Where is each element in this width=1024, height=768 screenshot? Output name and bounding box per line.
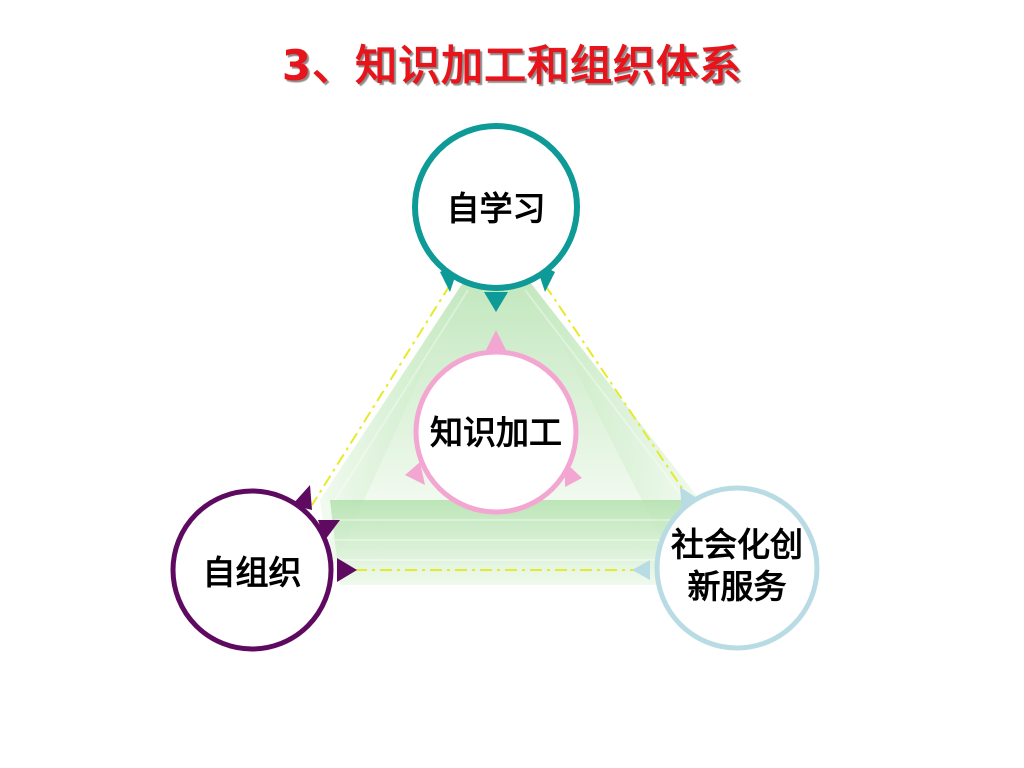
node-top-label: 自学习 (446, 189, 546, 228)
node-right-circle (654, 485, 820, 651)
node-right-label-line2: 新服务 (687, 567, 787, 606)
node-center-circle (413, 349, 579, 515)
dashed-connector-lines (311, 284, 691, 571)
node-top-circle (412, 123, 580, 291)
node-right-label: 社会化创 新服务 (642, 524, 832, 608)
node-left-label: 自组织 (202, 553, 302, 592)
node-left-circle (170, 488, 334, 652)
node-center-label: 知识加工 (430, 413, 562, 452)
page-title: 3、知识加工和组织体系 (281, 41, 743, 90)
node-right-label-line1: 社会化创 (671, 525, 803, 564)
